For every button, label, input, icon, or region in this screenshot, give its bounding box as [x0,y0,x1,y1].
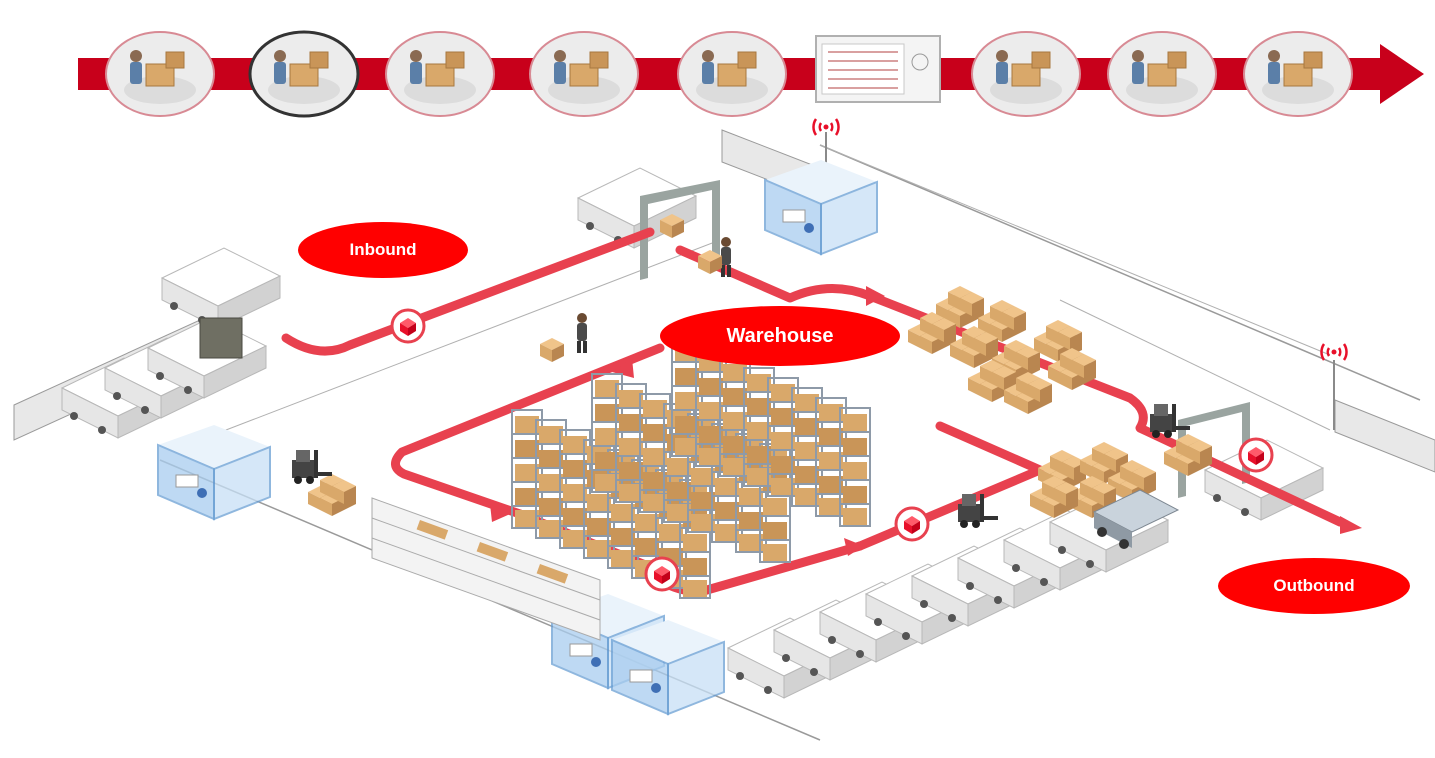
pallet-scale-icon [248,30,360,118]
package-icon [390,308,426,344]
pallet-jack-load [540,338,564,362]
warehouse-label: Warehouse [660,306,900,366]
package-icon [894,506,930,542]
worker [577,313,587,353]
inbound-truck [161,247,281,329]
office-booth [157,424,271,520]
schedule-screen-icon [815,35,941,103]
dispatch-dock-icon [1243,31,1353,117]
pallet-stack [308,474,356,516]
receiving-path [675,245,875,303]
inspection-worker-icon [385,31,495,117]
tractor-unit [1092,489,1180,549]
inbound-path [281,227,655,356]
wifi-signal-icon [1320,342,1348,362]
forklift-storage-icon [529,31,639,117]
packing-path [855,421,1045,551]
office-booth [611,619,725,715]
storage-rack [839,407,871,527]
outbound-label: Outbound [1218,558,1410,614]
picking-aisle-icon [971,31,1081,117]
package-icon [644,556,680,592]
shelving-row [371,497,601,641]
fence-right [1334,399,1435,473]
inbound-label: Inbound [298,222,468,278]
receiving-desk-icon [105,31,215,117]
package-icon [1238,437,1274,473]
putaway-path [865,291,1345,527]
computer-operator-icon [677,31,787,117]
process-timeline [78,30,1424,118]
storage-loop [391,343,665,519]
guard-booth [199,317,243,359]
pallet-stack-icon [1107,31,1217,117]
office-booth [764,159,878,255]
